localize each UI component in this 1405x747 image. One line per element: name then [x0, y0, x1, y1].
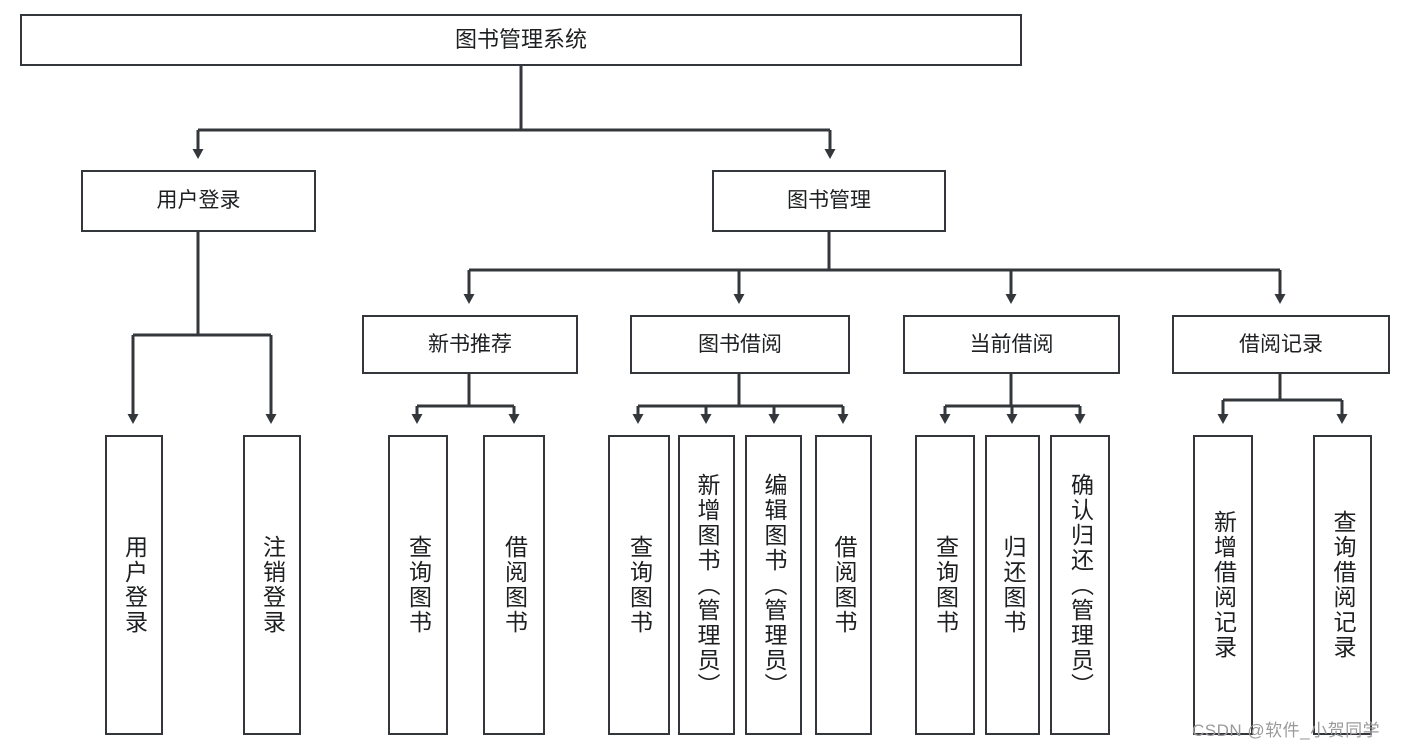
leaf-node[interactable]: 借阅图书 — [483, 435, 545, 735]
node-new-book-recommendation-label: 新书推荐 — [428, 332, 512, 356]
leaf-node-label: 新增图书（管理员） — [694, 472, 720, 698]
node-book-borrowing-label: 图书借阅 — [698, 332, 782, 356]
node-borrow-records[interactable]: 借阅记录 — [1172, 315, 1390, 374]
leaf-node[interactable]: 查询图书 — [608, 435, 670, 735]
leaf-node[interactable]: 注销登录 — [243, 435, 301, 735]
node-root[interactable]: 图书管理系统 — [20, 14, 1022, 66]
leaf-node-label: 新增借阅记录 — [1210, 510, 1237, 660]
node-book-management-label: 图书管理 — [787, 189, 871, 213]
node-current-borrowing-label: 当前借阅 — [969, 332, 1054, 356]
node-borrow-records-label: 借阅记录 — [1239, 332, 1323, 356]
node-book-borrowing[interactable]: 图书借阅 — [630, 315, 850, 374]
leaf-node[interactable]: 新增图书（管理员） — [678, 435, 735, 735]
leaf-node[interactable]: 用户登录 — [105, 435, 163, 735]
leaf-node[interactable]: 查询图书 — [388, 435, 448, 735]
node-user-login[interactable]: 用户登录 — [81, 170, 316, 232]
node-book-management[interactable]: 图书管理 — [712, 170, 946, 232]
node-current-borrowing[interactable]: 当前借阅 — [903, 315, 1120, 374]
leaf-node-label: 查询图书 — [405, 535, 432, 635]
leaf-node-label: 确认归还（管理员） — [1067, 472, 1094, 698]
leaf-node[interactable]: 查询图书 — [915, 435, 975, 735]
leaf-node-label: 查询图书 — [626, 535, 653, 635]
node-new-book-recommendation[interactable]: 新书推荐 — [362, 315, 578, 374]
node-root-label: 图书管理系统 — [454, 26, 587, 52]
leaf-node-label: 借阅图书 — [501, 535, 528, 635]
leaf-node[interactable]: 借阅图书 — [815, 435, 872, 735]
leaf-node-label: 查询借阅记录 — [1330, 510, 1356, 660]
leaf-node-label: 注销登录 — [259, 535, 286, 635]
leaf-node[interactable]: 新增借阅记录 — [1193, 435, 1253, 735]
leaf-node-label: 用户登录 — [121, 535, 148, 635]
leaf-node-label: 借阅图书 — [831, 535, 857, 635]
leaf-node-label: 归还图书 — [1000, 535, 1026, 635]
leaf-node[interactable]: 确认归还（管理员） — [1050, 435, 1110, 735]
csdn-watermark: CSDN @软件_小贺同学 — [1192, 721, 1381, 740]
leaf-node-label: 查询图书 — [932, 535, 959, 635]
leaf-node[interactable]: 归还图书 — [985, 435, 1040, 735]
leaf-node[interactable]: 查询借阅记录 — [1313, 435, 1372, 735]
leaf-node[interactable]: 编辑图书（管理员） — [745, 435, 802, 735]
leaf-node-label: 编辑图书（管理员） — [761, 472, 787, 698]
node-user-login-label: 用户登录 — [156, 189, 241, 213]
